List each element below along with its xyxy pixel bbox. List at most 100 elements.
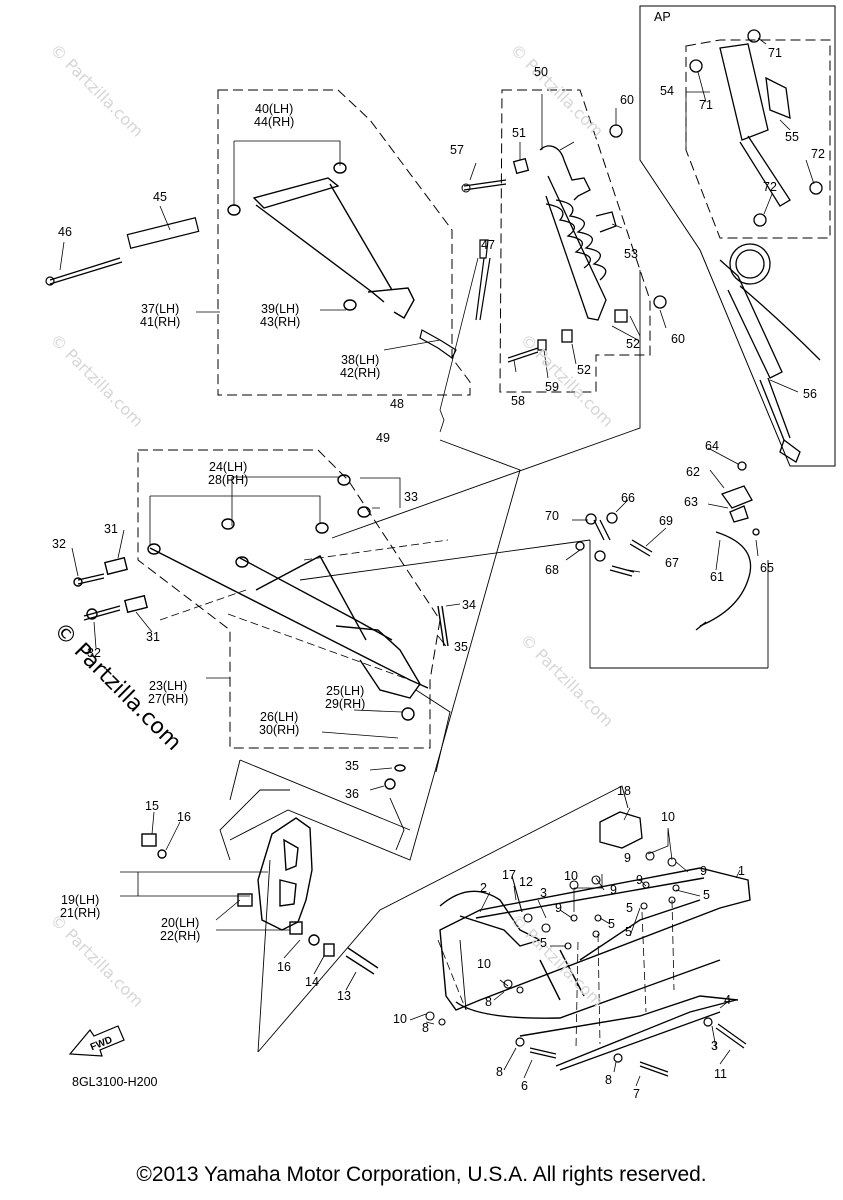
through-bolt: [45, 217, 200, 286]
callout-part: 6: [521, 1079, 528, 1093]
wear-bar: [555, 999, 737, 1071]
callout-part: 2: [480, 881, 487, 895]
callout-part: 37(LH) 41(RH): [140, 302, 181, 329]
callout-part: 56: [803, 387, 817, 401]
callout-part: 8: [422, 1021, 429, 1035]
callout-part: 38(LH) 42(RH): [340, 353, 381, 380]
callout-part: 35: [345, 759, 359, 773]
callout-part: 31: [104, 522, 118, 536]
ski-hardware: [425, 851, 680, 1026]
callout-part: 36: [345, 787, 359, 801]
callout-part: 25(LH) 29(RH): [325, 684, 366, 711]
ski-stopper: [599, 811, 643, 849]
callout-part: 57: [450, 143, 464, 157]
callout-part: 71: [768, 46, 782, 60]
callout-part: 72: [811, 147, 825, 161]
dashed-connectors: [159, 539, 675, 1049]
upper-arm-group: [217, 89, 471, 396]
callout-part: 24(LH) 28(RH): [208, 460, 249, 487]
callout-part: 55: [785, 130, 799, 144]
callout-part: 11: [714, 1067, 727, 1081]
callout-part: 72: [763, 180, 777, 194]
callout-part: 5: [540, 936, 547, 950]
callout-part: 69: [659, 514, 673, 528]
shock-absorber: [512, 124, 667, 351]
callout-part: 9: [636, 873, 643, 887]
callout-part: 39(LH) 43(RH): [260, 302, 301, 329]
diagram-code: 8GL3100-H200: [72, 1075, 158, 1089]
callout-part: 23(LH) 27(RH): [148, 679, 189, 706]
callout-part: 20(LH) 22(RH): [160, 916, 201, 943]
callout-part: 66: [621, 491, 635, 505]
callout-part: 35: [454, 640, 468, 654]
upper-a-arm: [227, 162, 415, 319]
callout-part: 53: [624, 247, 638, 261]
callout-part: 40(LH) 44(RH): [254, 102, 295, 129]
callout-part: 50: [534, 65, 548, 79]
callout-part: 8: [605, 1073, 612, 1087]
connector-lines: [219, 270, 769, 1053]
callout-part: 5: [626, 901, 633, 915]
sway-bar: [575, 461, 760, 631]
callout-part: 7: [633, 1087, 640, 1101]
shock-group: [499, 89, 651, 393]
callout-part: 58: [511, 394, 525, 408]
callout-part: 16: [277, 960, 291, 974]
ski: [439, 867, 751, 1037]
copyright-notice: ©2013 Yamaha Motor Corporation, U.S.A. A…: [136, 1163, 707, 1186]
callout-part: 14: [305, 975, 319, 989]
callout-part: 60: [620, 93, 634, 107]
callout-part: 71: [699, 98, 713, 112]
callout-part: 9: [624, 851, 631, 865]
callout-part: 60: [671, 332, 685, 346]
callout-part: 47: [481, 238, 495, 252]
callout-part: 10: [661, 810, 675, 824]
callout-part: 33: [404, 490, 418, 504]
ap-shock: [689, 29, 823, 227]
callout-part: 62: [686, 465, 700, 479]
callout-part: 52: [577, 363, 591, 377]
spindle: [141, 817, 379, 975]
callout-part: 46: [58, 225, 72, 239]
ap-frame: [639, 5, 836, 467]
callout-part: 18: [617, 784, 631, 798]
callout-part: 16: [177, 810, 191, 824]
callout-part: 10: [393, 1012, 407, 1026]
callout-part: 54: [660, 84, 674, 98]
callout-part: 17: [502, 868, 516, 882]
ski-bolts: [515, 1017, 747, 1077]
callout-part: 26(LH) 30(RH): [259, 710, 300, 737]
callout-part: 8: [485, 995, 492, 1009]
callout-part: 10: [564, 869, 578, 883]
callout-part: 67: [665, 556, 679, 570]
callout-part: 9: [555, 901, 562, 915]
callout-part: 3: [540, 886, 547, 900]
callout-part: 61: [710, 570, 724, 584]
fwd-arrow: [68, 1025, 125, 1057]
callout-part: 63: [684, 495, 698, 509]
callout-part: 5: [608, 917, 615, 931]
callout-part: 52: [626, 337, 640, 351]
callout-part: 59: [545, 380, 559, 394]
callout-part: 12: [519, 875, 533, 889]
lower-arm-group: [137, 449, 441, 749]
callout-part: 19(LH) 21(RH): [60, 893, 101, 920]
ap-group-dashed: [685, 39, 831, 239]
callout-part: 45: [153, 190, 167, 204]
callout-part: 32: [52, 537, 66, 551]
callout-part: 15: [145, 799, 159, 813]
callout-part: 8: [496, 1065, 503, 1079]
callout-part: 51: [512, 126, 526, 140]
ap-label: AP: [654, 10, 671, 24]
ball-joint: [419, 239, 491, 359]
callout-part: 9: [610, 883, 617, 897]
callout-part: 64: [705, 439, 719, 453]
bolt-57: [463, 179, 507, 191]
callout-part: 1: [738, 864, 745, 878]
callout-part: 70: [545, 509, 559, 523]
callout-part: 9: [700, 864, 707, 878]
callout-part: 49: [376, 431, 390, 445]
callout-part: 4: [724, 993, 731, 1007]
bolt-58: [507, 347, 539, 363]
